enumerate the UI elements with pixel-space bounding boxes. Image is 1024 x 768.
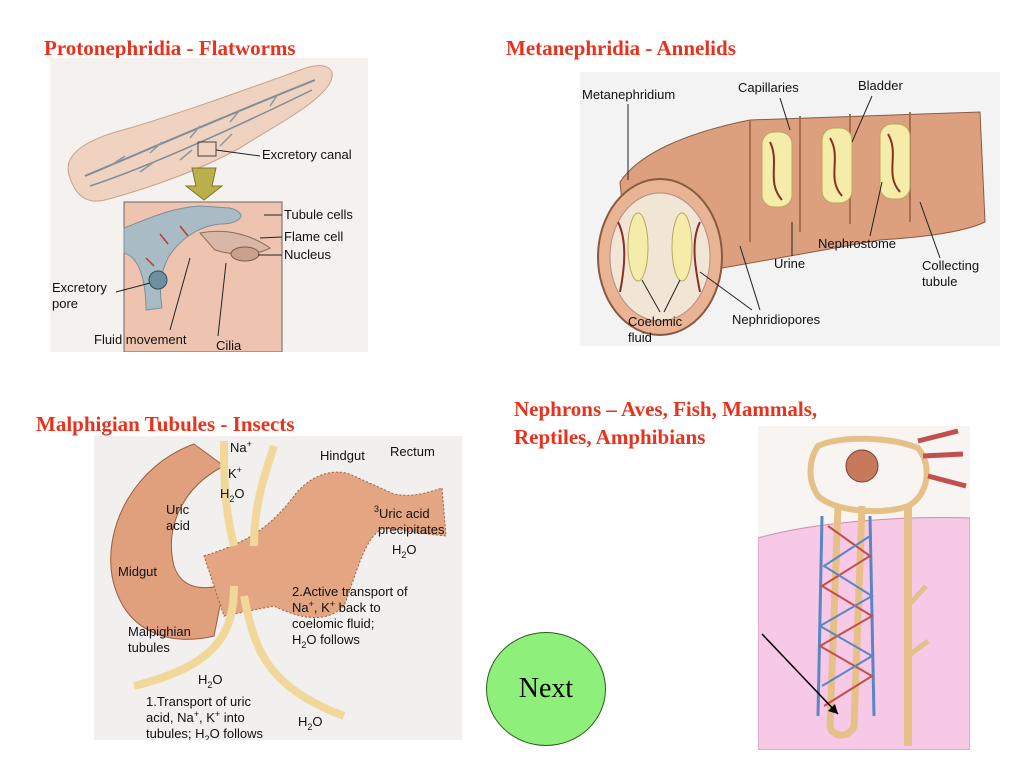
protonephridia-diagram: Excretory canal Tubule cells Flame cell … [50, 58, 368, 352]
rectum-label: Rectum [390, 444, 435, 459]
nephron-diagram [758, 426, 970, 750]
hindgut-label: Hindgut [320, 448, 365, 463]
nucleus-label: Nucleus [284, 247, 331, 262]
nephrostome-label: Nephrostome [818, 236, 896, 251]
uric-precip-label-2: precipitates [378, 522, 445, 537]
k-label: K+ [228, 465, 242, 481]
midgut-tube [110, 443, 225, 640]
transport-label-2: acid, Na+, K+ into [146, 709, 245, 725]
title-protonephridia: Protonephridia - Flatworms [44, 36, 296, 60]
title-nephrons-line1: Nephrons – Aves, Fish, Mammals, [514, 397, 818, 421]
uric-precip-label-1: 3Uric acid [374, 504, 430, 521]
flame-cell-label: Flame cell [284, 229, 343, 244]
active-transport-label-1: 2.Active transport of [292, 584, 408, 599]
transport-label-3: tubules; H2O follows [146, 726, 264, 740]
excretory-pore-label-2: pore [52, 296, 78, 311]
metanephridia-diagram: Metanephridium Capillaries Bladder Nephr… [580, 72, 1000, 346]
collecting-tubule-label-2: tubule [922, 274, 957, 289]
bladder-label: Bladder [858, 78, 903, 93]
h2o-bottom-label: H2O [298, 714, 323, 732]
coelomic-fluid-label-2: fluid [628, 330, 652, 345]
uric-acid-label-1: Uric [166, 502, 190, 517]
excretory-pore-label-1: Excretory [52, 280, 107, 295]
active-transport-label-3: coelomic fluid; [292, 616, 374, 631]
coelomic-fluid-label-1: Coelomic [628, 314, 683, 329]
nephridiopores-label: Nephridiopores [732, 312, 821, 327]
capillaries-label: Capillaries [738, 80, 799, 95]
malpighian-tubules-label-2: tubules [128, 640, 170, 655]
uric-acid-label-2: acid [166, 518, 190, 533]
h2o-left-label: H2O [198, 672, 223, 690]
tubule-cells-label: Tubule cells [284, 207, 353, 222]
urine-label: Urine [774, 256, 805, 271]
h2o-right-label: H2O [392, 542, 417, 560]
title-metanephridia: Metanephridia - Annelids [506, 36, 736, 60]
fluid-movement-label: Fluid movement [94, 332, 187, 347]
collecting-tubule-label-1: Collecting [922, 258, 979, 273]
transport-label-1: 1.Transport of uric [146, 694, 252, 709]
na-label: Na+ [230, 439, 252, 455]
midgut-label: Midgut [118, 564, 157, 579]
excretory-canal-label: Excretory canal [262, 147, 352, 162]
h2o-top-label: H2O [220, 486, 245, 504]
next-button[interactable]: Next [486, 632, 606, 746]
malpighian-tubules-label-1: Malpighian [128, 624, 191, 639]
cilia-label: Cilia [216, 338, 242, 352]
kidney-tissue [758, 517, 970, 750]
title-nephrons-line2: Reptiles, Amphibians [514, 425, 706, 449]
active-transport-label-4: H2O follows [292, 632, 360, 650]
title-malphigian: Malphigian Tubules - Insects [36, 412, 295, 436]
metanephridium-label: Metanephridium [582, 87, 675, 102]
active-transport-label-2: Na+, K+ back to [292, 599, 381, 615]
malpighian-diagram: Na+ K+ H2O Hindgut Rectum Uric acid 3Uri… [94, 436, 462, 740]
